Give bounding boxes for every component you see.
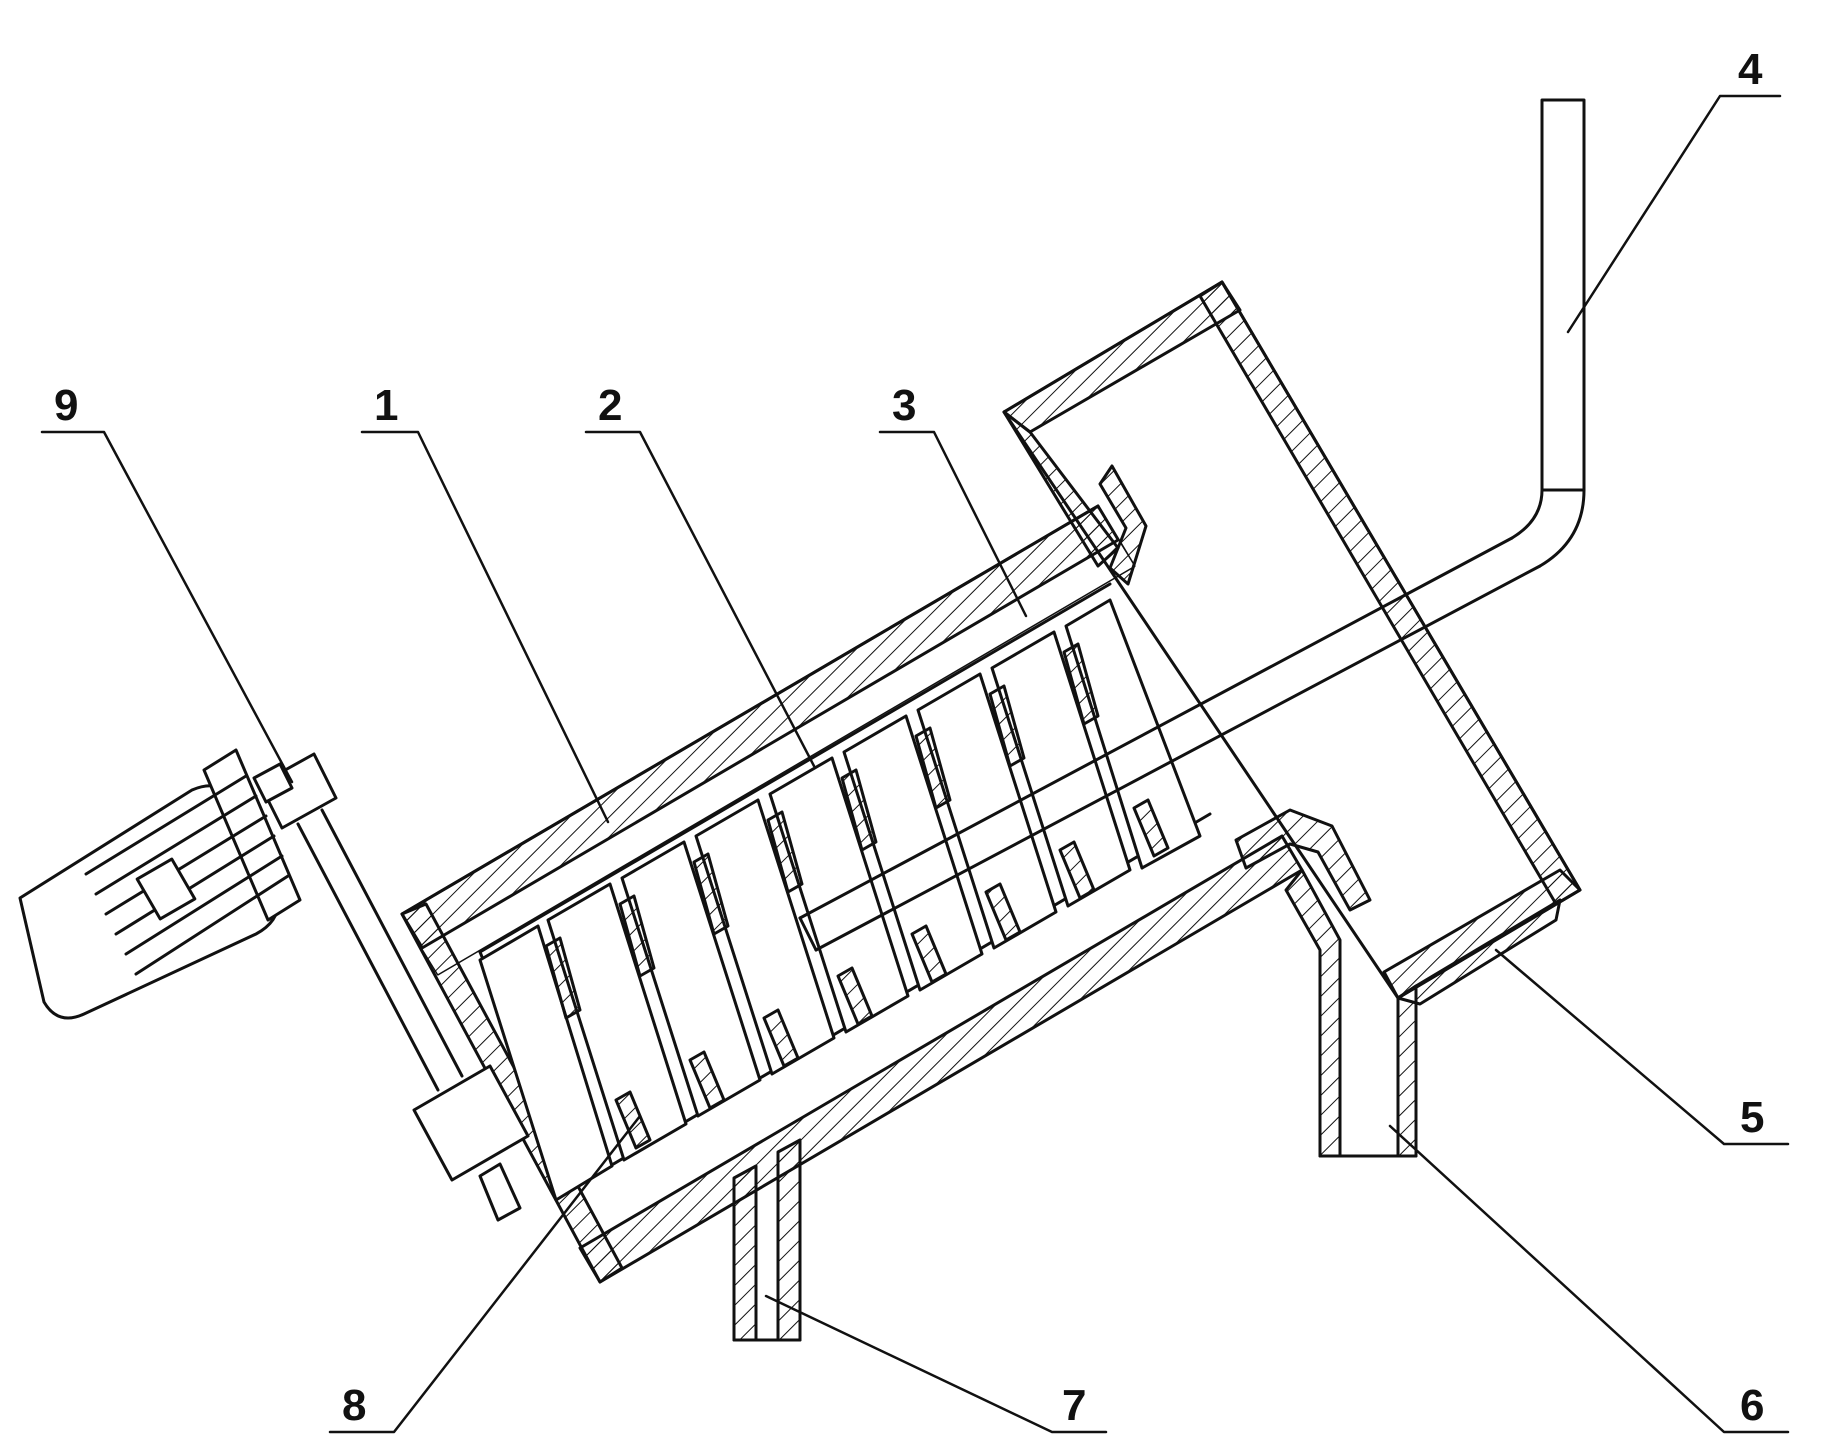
label-2: 2 [598,381,622,430]
coupling [252,752,338,830]
drive-shaft [296,808,464,1092]
label-1: 1 [374,381,398,430]
label-8: 8 [342,1381,366,1430]
outlet-7 [732,1138,802,1342]
label-9: 9 [54,381,78,430]
label-6: 6 [1740,1381,1764,1430]
bearing-box [412,1064,530,1222]
outlet-6 [1284,868,1562,1158]
feed-pipe [798,98,1586,952]
scraper-tabs [544,642,1170,1150]
leader-lines [40,94,1790,1434]
outer-housing [400,504,1304,1284]
upper-lip [1098,464,1148,586]
motor [18,748,302,1020]
label-7: 7 [1062,1381,1086,1430]
screw-blades [478,598,1202,1202]
label-5: 5 [1740,1093,1764,1142]
lower-lip [1234,808,1372,912]
label-4: 4 [1738,45,1763,94]
label-3: 3 [892,381,916,430]
